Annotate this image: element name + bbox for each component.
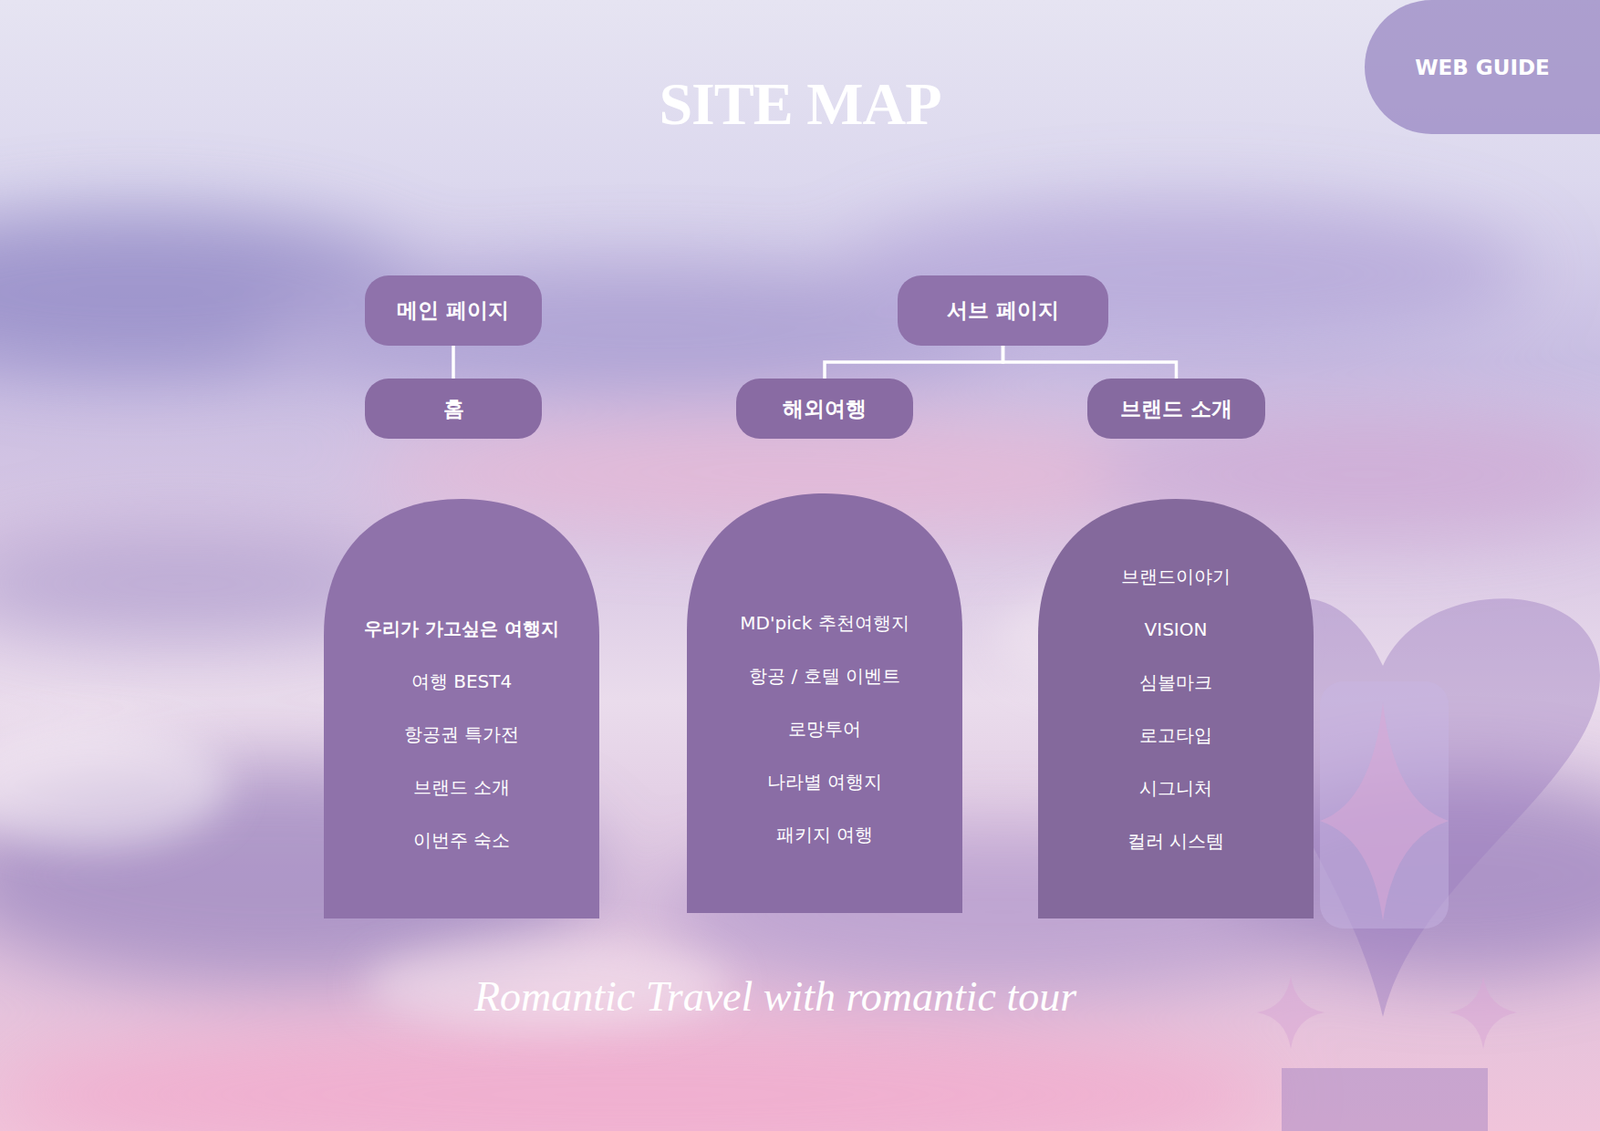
submenu-item: 이번주 숙소 (413, 829, 510, 852)
node-label: 홈 (443, 394, 465, 424)
submenu-item: 항공권 특가전 (404, 723, 520, 746)
node-label: 해외여행 (782, 394, 867, 424)
submenu-item: 로망투어 (788, 717, 862, 740)
node-label: WEB GUIDE (1414, 55, 1550, 80)
submenu-item: 심볼마크 (1139, 671, 1213, 694)
submenu-arch: 우리가 가고싶은 여행지여행 BEST4 항공권 특가전브랜드 소개이번주 숙소 (323, 498, 600, 919)
submenu-arch: 브랜드이야기 VISION 심볼마크로고타입시그니처컬러 시스템 (1038, 498, 1314, 919)
page-caption: Romantic Travel with romantic tour (0, 972, 1551, 1021)
page-title: SITE MAP (0, 69, 1600, 139)
submenu-item: 로고타입 (1139, 724, 1213, 747)
submenu-item: 시그니처 (1139, 777, 1213, 800)
node-label: 서브 페이지 (946, 296, 1060, 325)
tree-connector (824, 345, 1004, 379)
tree-connector (451, 345, 456, 379)
menu-box: 해외여행 (736, 378, 914, 439)
page-group-box: 메인 페이지 (364, 275, 542, 346)
submenu-arch: MD'pick 추천여행지항공 / 호텔 이벤트로망투어나라별 여행지패키지 여… (686, 493, 963, 914)
submenu-item: MD'pick 추천여행지 (739, 612, 909, 634)
guide-tag: WEB GUIDE (1364, 0, 1600, 135)
menu-box: 홈 (364, 378, 542, 439)
submenu-item: 나라별 여행지 (767, 770, 883, 793)
arch-shape (686, 493, 963, 914)
node-label: 브랜드 소개 (1120, 394, 1233, 424)
submenu-item: 컬러 시스템 (1127, 830, 1225, 852)
submenu-item: 브랜드이야기 (1121, 565, 1231, 588)
submenu-item: 패키지 여행 (776, 823, 873, 846)
submenu-item: VISION (1144, 618, 1208, 641)
submenu-item: 항공 / 호텔 이벤트 (748, 664, 901, 687)
arch-shape (1038, 498, 1314, 919)
menu-box: 브랜드 소개 (1087, 378, 1266, 439)
page-group-box: 서브 페이지 (897, 275, 1109, 346)
node-label: 메인 페이지 (396, 296, 510, 325)
tree-connector (1003, 345, 1177, 379)
submenu-item: 브랜드 소개 (413, 776, 510, 799)
submenu-item: 우리가 가고싶은 여행지 (363, 617, 560, 640)
arch-shape (323, 498, 600, 919)
submenu-item: 여행 BEST4 (411, 670, 512, 693)
